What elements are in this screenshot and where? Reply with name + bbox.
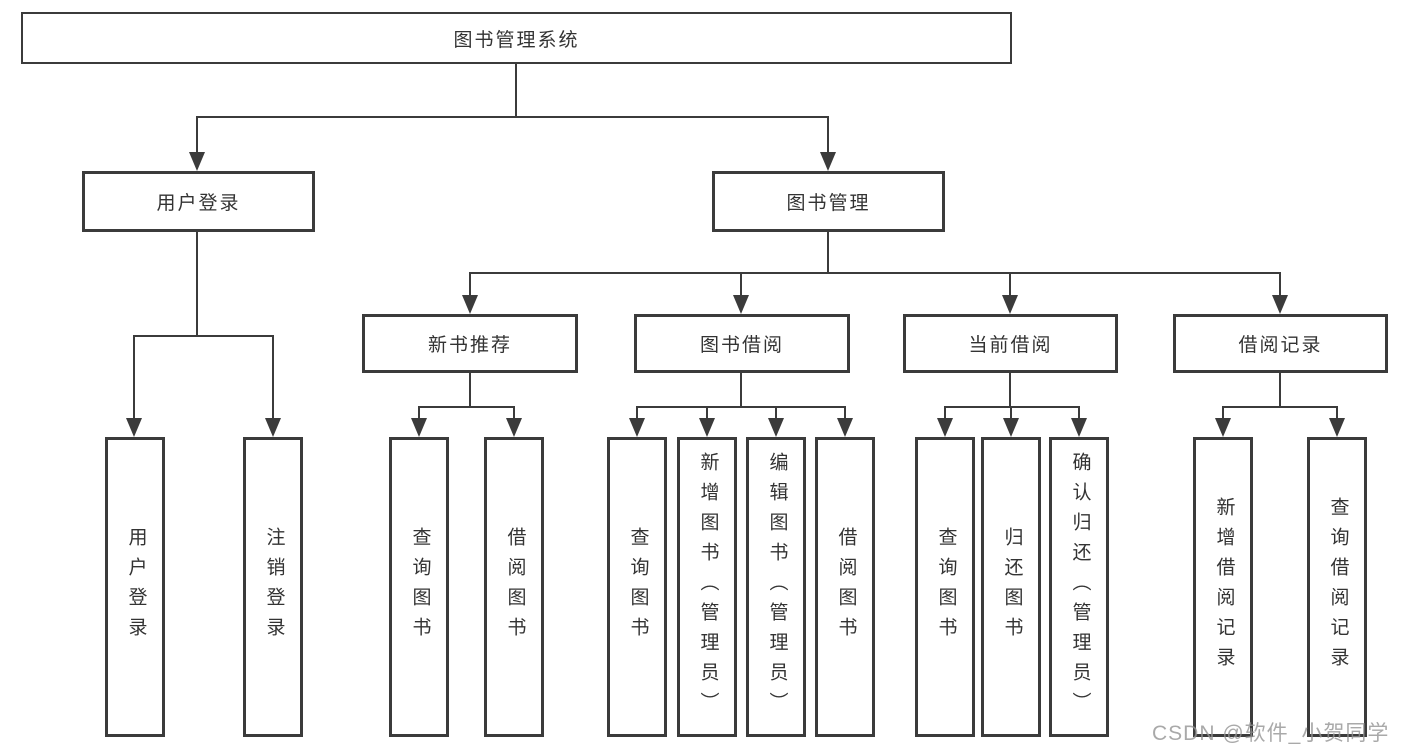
node-library-management-system: 图书管理系统	[21, 12, 1012, 64]
connector-line	[515, 64, 517, 117]
connector-line	[469, 272, 1281, 274]
connector-line	[133, 335, 135, 420]
connector-line	[775, 406, 777, 420]
leaf-label: 查询借阅记录	[1327, 497, 1349, 677]
node-borrowing-records: 借阅记录	[1173, 314, 1388, 373]
node-label: 当前借阅	[968, 335, 1053, 356]
leaf-return-books: 归还图书	[981, 437, 1041, 737]
connector-line	[272, 335, 274, 420]
connector-line	[469, 272, 471, 297]
node-current-borrowing: 当前借阅	[903, 314, 1118, 373]
leaf-label: 新增图书（管理员）	[697, 452, 719, 722]
connector-line	[740, 373, 742, 407]
arrowhead-down-icon	[820, 152, 836, 171]
node-label: 借阅记录	[1238, 335, 1323, 356]
leaf-add-borrow-record: 新增借阅记录	[1193, 437, 1253, 737]
leaf-label: 新增借阅记录	[1213, 497, 1235, 677]
connector-line	[469, 373, 471, 407]
arrowhead-down-icon	[1329, 418, 1345, 437]
arrowhead-down-icon	[1215, 418, 1231, 437]
connector-line	[1078, 406, 1080, 420]
arrowhead-down-icon	[189, 152, 205, 171]
node-new-book-recommendation: 新书推荐	[362, 314, 578, 373]
arrowhead-down-icon	[1002, 295, 1018, 314]
arrowhead-down-icon	[462, 295, 478, 314]
leaf-edit-books-admin: 编辑图书（管理员）	[746, 437, 806, 737]
arrowhead-down-icon	[126, 418, 142, 437]
arrowhead-down-icon	[411, 418, 427, 437]
leaf-label: 查询图书	[409, 527, 431, 647]
leaf-borrow-books: 借阅图书	[484, 437, 544, 737]
leaf-label: 编辑图书（管理员）	[766, 452, 788, 722]
connector-line	[1279, 272, 1281, 297]
arrowhead-down-icon	[629, 418, 645, 437]
connector-line	[844, 406, 846, 420]
connector-line	[1222, 406, 1224, 420]
arrowhead-down-icon	[1272, 295, 1288, 314]
connector-line	[1336, 406, 1338, 420]
connector-line	[419, 406, 515, 408]
leaf-query-books: 查询图书	[915, 437, 975, 737]
arrowhead-down-icon	[1003, 418, 1019, 437]
node-label: 用户登录	[156, 193, 241, 214]
node-label: 新书推荐	[427, 335, 512, 356]
leaf-user-login: 用户登录	[105, 437, 165, 737]
leaf-logout: 注销登录	[243, 437, 303, 737]
node-book-management: 图书管理	[712, 171, 945, 232]
arrowhead-down-icon	[733, 295, 749, 314]
leaf-borrow-books: 借阅图书	[815, 437, 875, 737]
leaf-query-borrow-record: 查询借阅记录	[1307, 437, 1367, 737]
connector-line	[134, 335, 274, 337]
connector-line	[637, 406, 846, 408]
connector-line	[1223, 406, 1338, 408]
connector-line	[1010, 406, 1012, 420]
connector-line	[1009, 272, 1011, 297]
leaf-add-books-admin: 新增图书（管理员）	[677, 437, 737, 737]
arrowhead-down-icon	[837, 418, 853, 437]
csdn-watermark: CSDN @软件_小贺同学	[1152, 722, 1390, 745]
connector-line	[197, 116, 829, 118]
connector-line	[740, 272, 742, 297]
connector-line	[1279, 373, 1281, 407]
arrowhead-down-icon	[768, 418, 784, 437]
connector-line	[513, 406, 515, 420]
arrowhead-down-icon	[937, 418, 953, 437]
leaf-label: 查询图书	[935, 527, 957, 647]
connector-line	[827, 116, 829, 154]
leaf-confirm-return-admin: 确认归还（管理员）	[1049, 437, 1109, 737]
node-label: 图书借阅	[699, 335, 784, 356]
leaf-label: 查询图书	[627, 527, 649, 647]
node-book-borrowing: 图书借阅	[634, 314, 850, 373]
leaf-label: 归还图书	[1001, 527, 1023, 647]
arrowhead-down-icon	[506, 418, 522, 437]
arrowhead-down-icon	[699, 418, 715, 437]
connector-line	[944, 406, 946, 420]
arrowhead-down-icon	[265, 418, 281, 437]
node-user-login: 用户登录	[82, 171, 315, 232]
leaf-label: 确认归还（管理员）	[1069, 452, 1091, 722]
connector-line	[196, 232, 198, 336]
connector-line	[1009, 373, 1011, 407]
connector-line	[827, 232, 829, 273]
leaf-label: 用户登录	[125, 527, 147, 647]
leaf-label: 借阅图书	[835, 527, 857, 647]
leaf-query-books: 查询图书	[389, 437, 449, 737]
connector-line	[636, 406, 638, 420]
connector-line	[196, 116, 198, 154]
leaf-label: 借阅图书	[504, 527, 526, 647]
node-label: 图书管理系统	[453, 29, 580, 51]
connector-line	[706, 406, 708, 420]
arrowhead-down-icon	[1071, 418, 1087, 437]
leaf-query-books: 查询图书	[607, 437, 667, 737]
leaf-label: 注销登录	[263, 527, 285, 647]
node-label: 图书管理	[786, 193, 871, 214]
connector-line	[945, 406, 1080, 408]
connector-line	[418, 406, 420, 420]
